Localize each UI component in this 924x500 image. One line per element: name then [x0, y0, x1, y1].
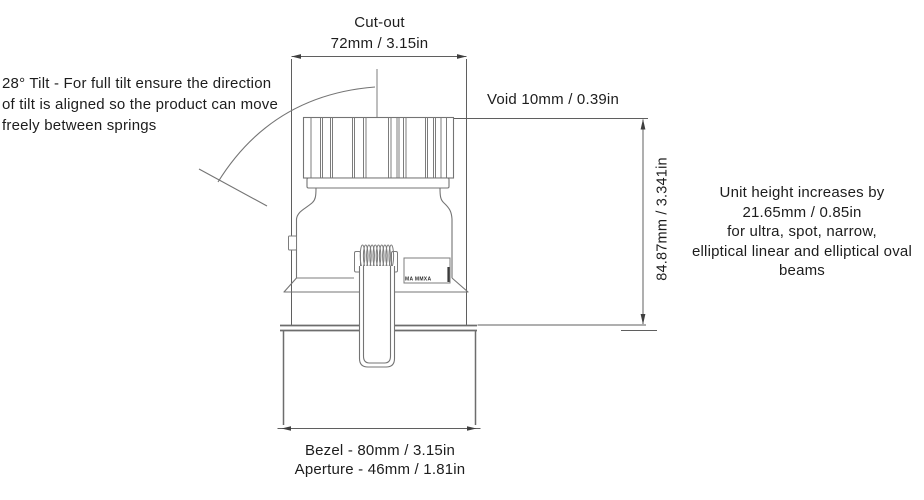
- unit-marking-text: MA MMXA: [405, 277, 431, 283]
- driver-module: MA MMXA: [403, 257, 451, 284]
- bezel-dimension: [277, 426, 481, 431]
- tilt-axis-line: [198, 168, 268, 207]
- cutout-title: Cut-out: [354, 14, 405, 31]
- tilt-note: 28° Tilt - For full tilt ensure the dire…: [2, 75, 279, 134]
- cutout-dimension: [291, 54, 467, 325]
- aperture-label: Aperture - 46mm / 1.81in: [294, 461, 466, 478]
- beam-note: Unit height increases by 21.65mm / 0.85i…: [691, 184, 912, 279]
- spring-clip: [354, 244, 398, 368]
- height-dimension: [453, 118, 657, 331]
- tilt-arc: [217, 86, 376, 183]
- spring-u-loop: [358, 266, 396, 368]
- can-body: [288, 187, 453, 278]
- bezel-aperture-labels: Bezel - 80mm / 3.15in Aperture - 46mm / …: [278, 441, 482, 479]
- side-lug: [288, 235, 297, 251]
- bezel-label: Bezel - 80mm / 3.15in: [304, 442, 456, 459]
- height-label: 84.87mm / 3.341in: [654, 157, 671, 281]
- spring-coil: [359, 244, 395, 268]
- cutout-value: 72mm / 3.15in: [330, 35, 429, 52]
- heatsink-flange: [306, 177, 450, 189]
- cutout-label: Cut-out 72mm / 3.15in: [292, 12, 467, 54]
- downlight-unit: MA MMXA: [283, 116, 469, 293]
- heatsink-fins: [302, 116, 455, 179]
- void-label: Void 10mm / 0.39in: [486, 91, 619, 108]
